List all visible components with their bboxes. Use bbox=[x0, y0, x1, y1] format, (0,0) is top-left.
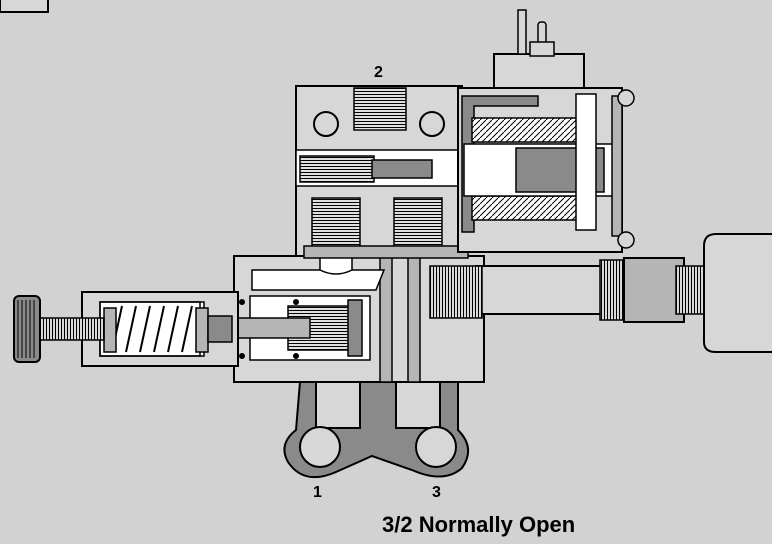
diagram-caption: 3/2 Normally Open bbox=[382, 512, 576, 537]
port-3-hole bbox=[415, 426, 457, 468]
coil-top bbox=[471, 117, 585, 143]
terminal-pin bbox=[517, 9, 527, 55]
port-1-label: 1 bbox=[313, 484, 322, 501]
pressure-adjuster bbox=[13, 291, 239, 367]
coil-bottom bbox=[471, 195, 585, 221]
adjusting-screw bbox=[37, 317, 105, 341]
port-1-hole bbox=[299, 426, 341, 468]
port-3-label: 3 bbox=[432, 484, 441, 501]
spring bbox=[111, 305, 193, 353]
upper-body bbox=[295, 85, 469, 259]
mounting-bracket bbox=[283, 381, 469, 479]
outlet-tube bbox=[703, 233, 772, 353]
port-2-thread bbox=[353, 87, 407, 131]
outlet-fitting bbox=[429, 233, 772, 353]
solenoid bbox=[457, 9, 635, 253]
corner-frame bbox=[0, 0, 49, 13]
port-2-label: 2 bbox=[374, 64, 383, 81]
